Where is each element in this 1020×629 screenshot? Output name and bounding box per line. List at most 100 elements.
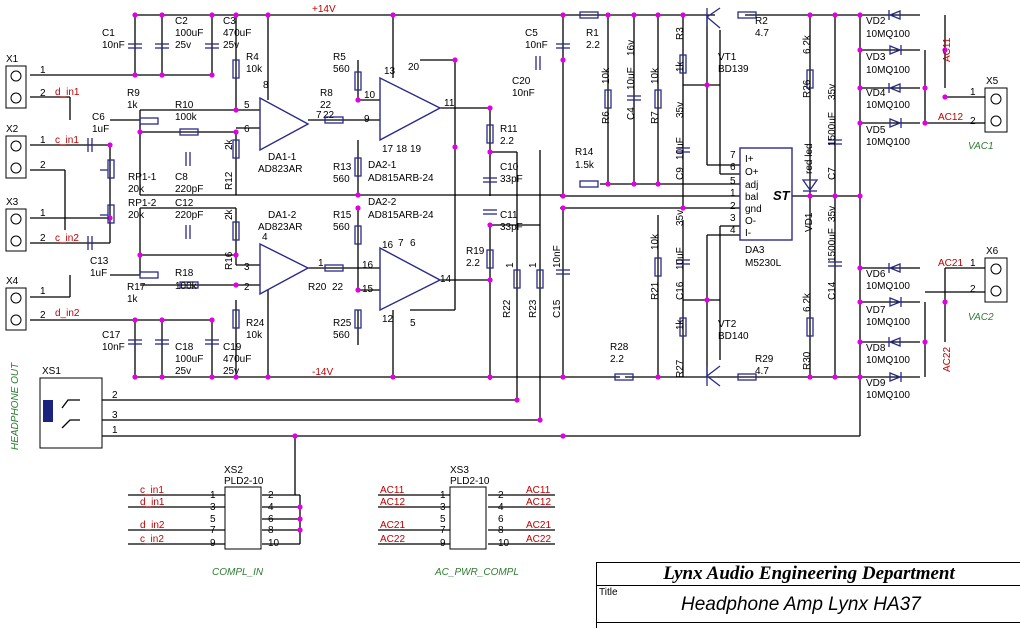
xs2-label-d-in2: d_in2: [140, 520, 165, 531]
r30-ref: R30: [802, 351, 813, 370]
vd8-ref: VD8: [866, 343, 886, 354]
da3-pin-o-minus: O-: [745, 216, 756, 227]
connector-x1-ref: X1: [6, 54, 19, 65]
c20-value: 10nF: [512, 88, 535, 99]
r16-value: 2k: [224, 208, 235, 220]
connector-x5-ref: X5: [986, 76, 999, 87]
svg-text:4: 4: [730, 225, 736, 236]
opamps: DA1-1 AD823AR DA1-2 AD823AR DA2-1 AD815A…: [244, 62, 455, 329]
r3-ref: R3: [675, 27, 686, 40]
c10-ref: C10: [500, 162, 519, 173]
connector-x6-ref: X6: [986, 246, 999, 257]
wires: [30, 14, 985, 545]
svg-text:5: 5: [440, 514, 446, 525]
da22-ref: DA2-2: [368, 197, 397, 208]
svg-text:6: 6: [498, 514, 504, 525]
r29-value: 4.7: [755, 366, 769, 377]
xs3-right-ac22: AC22: [526, 534, 551, 545]
vd3-type: 10MQ100: [866, 65, 910, 76]
svg-text:6: 6: [244, 124, 250, 135]
r1-value: 2.2: [586, 40, 600, 51]
regulator-da3: I+ O+ adj bal gnd O- I- ST DA3 M5230L 76…: [730, 147, 793, 269]
da3-body: [739, 147, 793, 241]
svg-text:7: 7: [316, 110, 322, 121]
c9-value: 10uF: [675, 137, 686, 160]
xs3-right-ac12: AC12: [526, 497, 551, 508]
c3-ref: C3: [223, 16, 236, 27]
r14-value: 1.5k: [575, 160, 595, 171]
r10-ref: R10: [175, 100, 194, 111]
xs3-right-ac11: AC11: [526, 485, 551, 496]
c7-value: 1500uF: [827, 112, 838, 146]
svg-text:2: 2: [40, 88, 46, 99]
r29-ref: R29: [755, 354, 774, 365]
c12-value: 220pF: [175, 210, 203, 221]
vd9-ref: VD9: [866, 378, 886, 389]
c4-value: 10uF: [626, 67, 637, 90]
svg-text:3: 3: [440, 502, 446, 513]
net-ac12: AC12: [938, 112, 963, 123]
da3-pin-o-plus: O+: [745, 167, 759, 178]
svg-text:13: 13: [384, 66, 396, 77]
xs3-ref: XS3: [450, 465, 469, 476]
vd9-type: 10MQ100: [866, 390, 910, 401]
xs3-left-ac21: AC21: [380, 520, 405, 531]
svg-text:1: 1: [40, 208, 46, 219]
da12-ref: DA1-2: [268, 210, 297, 221]
xs2-label-c-in2: c_in2: [140, 534, 164, 545]
c1-ref: C1: [102, 28, 115, 39]
c14-ref: C14: [827, 281, 838, 300]
svg-text:11: 11: [444, 98, 455, 109]
c7-voltage: 35v: [827, 84, 838, 100]
svg-text:1: 1: [40, 286, 46, 297]
svg-text:9: 9: [440, 538, 446, 549]
connector-x5-caption: VAC1: [968, 141, 994, 152]
r20-ref: R20: [308, 282, 327, 293]
r18-ref: R18: [175, 268, 194, 279]
r23-ref: R23: [528, 299, 539, 318]
r12-ref: R12: [224, 171, 235, 190]
da12-type: AD823AR: [258, 222, 302, 233]
svg-text:2: 2: [244, 282, 250, 293]
r15-ref: R15: [333, 210, 352, 221]
r11-ref: R11: [500, 124, 518, 135]
connector-x6-caption: VAC2: [968, 312, 994, 323]
r22-ref: R22: [502, 299, 513, 318]
svg-text:4: 4: [262, 232, 268, 243]
svg-text:4: 4: [498, 502, 504, 513]
vt1-type: BD139: [718, 64, 749, 75]
connector-x1-body: [5, 65, 27, 109]
svg-text:2: 2: [40, 233, 46, 244]
c12-ref: C12: [175, 198, 194, 209]
c2-value: 100uF: [175, 28, 203, 39]
rp12-value: 20k: [128, 210, 145, 221]
c16-voltage: 35v: [675, 210, 686, 226]
svg-text:10: 10: [268, 538, 280, 549]
r12-value: 2k: [224, 138, 235, 150]
vd2-type: 10MQ100: [866, 29, 910, 40]
c18-value: 100uF: [175, 354, 203, 365]
svg-text:2: 2: [970, 284, 976, 295]
svg-text:2: 2: [268, 490, 274, 501]
r6-value: 10k: [601, 67, 612, 84]
c7-ref: C7: [827, 167, 838, 180]
c19-ref: C19: [223, 342, 242, 353]
r28-ref: R28: [610, 342, 629, 353]
r27-ref: R27: [675, 359, 686, 378]
r27-value: 1k: [675, 318, 686, 330]
svg-text:3: 3: [112, 410, 118, 421]
r21-value: 10k: [650, 233, 661, 250]
opamp-da1-2: [259, 242, 310, 296]
r19-value: 2.2: [466, 258, 480, 269]
r4-ref: R4: [246, 52, 259, 63]
c10-value: 33pF: [500, 174, 523, 185]
da3-pin-adj: adj: [745, 180, 758, 191]
xs3-caption: AC_PWR_COMPL: [434, 567, 519, 578]
xs3-left-ac22: AC22: [380, 534, 405, 545]
r23-value: 1: [528, 262, 539, 268]
connector-x4-body: [5, 287, 27, 331]
r22-value: 1: [505, 262, 516, 268]
c13-value: 1uF: [90, 268, 107, 279]
vd6-ref: VD6: [866, 269, 886, 280]
da21-ref: DA2-1: [368, 160, 397, 171]
